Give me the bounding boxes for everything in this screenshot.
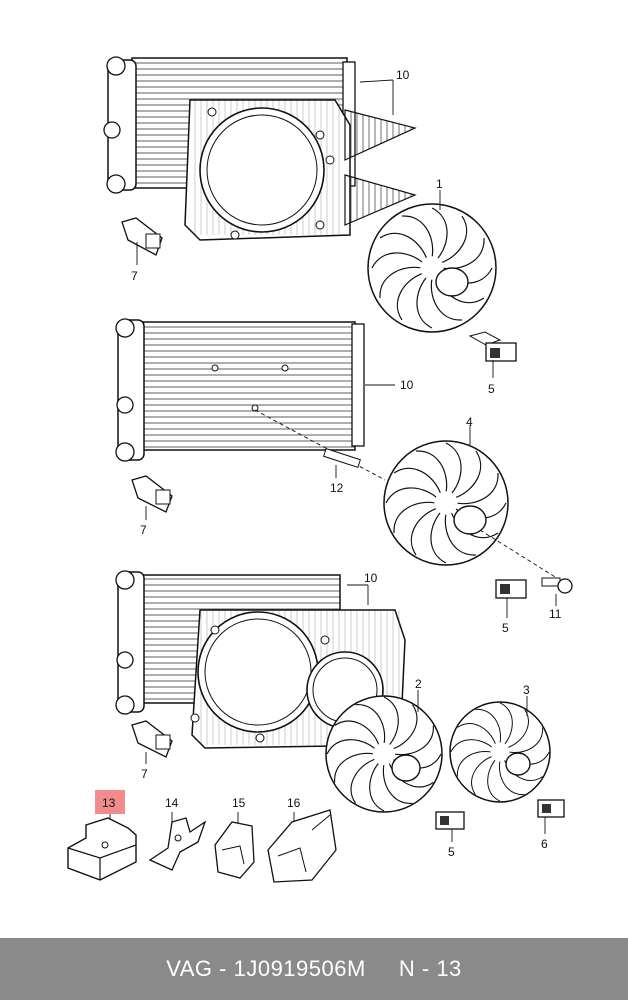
footer-separator: -: [212, 956, 234, 981]
footer-part-number: 1J0919506M: [233, 956, 366, 981]
connector-5-middle: [495, 579, 527, 599]
callout-10-bottom: 10: [364, 571, 378, 585]
highlight-13: [95, 790, 125, 814]
temp-switch-7-bottom: [131, 720, 173, 758]
callout-10-top: 10: [396, 68, 410, 82]
callout-12: 12: [330, 481, 344, 495]
clip-16: [267, 809, 337, 883]
callout-13[interactable]: 13: [102, 796, 116, 810]
fan-2: [325, 695, 443, 813]
footer-brand: VAG: [166, 956, 213, 981]
callout-5-middle: 5: [502, 621, 509, 635]
clip-15: [214, 821, 255, 879]
fan-3: [449, 701, 551, 803]
callout-7-top: 7: [131, 269, 138, 283]
screw-11: [541, 577, 573, 594]
assembly-top: 10 1 7 5: [103, 56, 517, 396]
callout-7-bottom: 7: [141, 767, 148, 781]
callout-5-bottom: 5: [448, 845, 455, 859]
connector-6: [537, 799, 565, 818]
callout-4: 4: [466, 415, 473, 429]
callout-11: 11: [549, 607, 562, 621]
fan-shroud-bottom: [190, 609, 406, 749]
fan-1: [367, 203, 497, 333]
bracket-14: [148, 817, 207, 871]
callout-7-middle: 7: [140, 523, 147, 537]
callout-5-top: 5: [488, 382, 495, 396]
connector-5-bottom: [435, 811, 465, 830]
fan-shroud-top: [184, 99, 417, 241]
callout-2: 2: [415, 677, 422, 691]
callout-15: 15: [232, 796, 246, 810]
assembly-bottom: 10 2 3 7 5 6: [115, 570, 565, 859]
footer-gap: [366, 956, 399, 982]
temp-switch-7-middle: [131, 475, 173, 513]
callout-6: 6: [541, 837, 548, 851]
callout-14: 14: [165, 796, 179, 810]
connector-5-top: [468, 331, 517, 362]
callout-3: 3: [523, 683, 530, 697]
footer-ref: N - 13: [398, 956, 462, 981]
callout-10-middle: 10: [400, 378, 414, 392]
radiator-middle: [115, 318, 365, 462]
callout-16: 16: [287, 796, 301, 810]
relay-13: [67, 817, 137, 881]
callout-1: 1: [436, 177, 443, 191]
assembly-middle: 10 4 12 7 5 11: [115, 318, 573, 635]
temp-switch-7-top: [121, 217, 163, 256]
fan-4: [383, 440, 509, 566]
small-parts: 13 14 15 16: [67, 790, 337, 883]
bolt-12: [323, 448, 361, 468]
parts-diagram: 10 1 7 5: [67, 56, 573, 883]
footer-bar: VAG - 1J0919506M N - 13: [0, 938, 628, 1000]
